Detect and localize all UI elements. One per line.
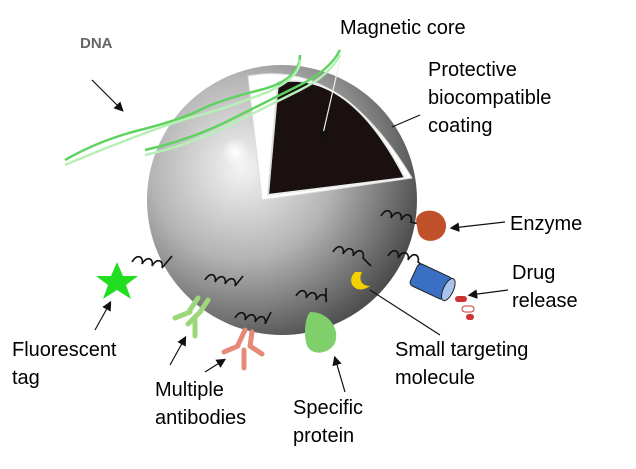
small-molecule-icon: [351, 272, 370, 290]
magnetic-core: [266, 79, 407, 197]
label-antibodies-line2: antibodies: [155, 407, 246, 429]
antibody-red-icon: [221, 327, 265, 371]
enzyme-icon: [416, 210, 446, 241]
label-small-line1: Small targeting: [395, 339, 528, 361]
linker-coils: [131, 209, 427, 325]
sphere-highlight: [221, 138, 249, 166]
antibody-green-icon: [172, 295, 211, 339]
label-antibodies-line1: Multiple: [155, 379, 224, 401]
label-small-line2: molecule: [395, 367, 475, 389]
label-drug-line1: Drug: [512, 262, 555, 284]
label-magnetic-core: Magnetic core: [340, 17, 466, 39]
drug-capsule-icon: [409, 263, 456, 302]
label-coating-line3: coating: [428, 115, 493, 137]
label-protein-line2: protein: [293, 425, 354, 447]
label-coating-line1: Protective: [428, 59, 517, 81]
label-drug-line2: release: [512, 290, 578, 312]
drug-pills-icon: [455, 296, 475, 320]
label-protein-line1: Specific: [293, 397, 363, 419]
label-dna: DNA: [80, 35, 113, 52]
label-fluorescent-line2: tag: [12, 367, 40, 389]
label-coating-line2: biocompatible: [428, 87, 551, 109]
dna-strands: [64, 49, 342, 167]
specific-protein-icon: [305, 312, 337, 353]
label-pointers: [94, 114, 509, 393]
label-fluorescent-line1: Fluorescent: [12, 339, 117, 361]
fluorescent-star-icon: [96, 262, 138, 299]
label-enzyme: Enzyme: [510, 213, 582, 235]
